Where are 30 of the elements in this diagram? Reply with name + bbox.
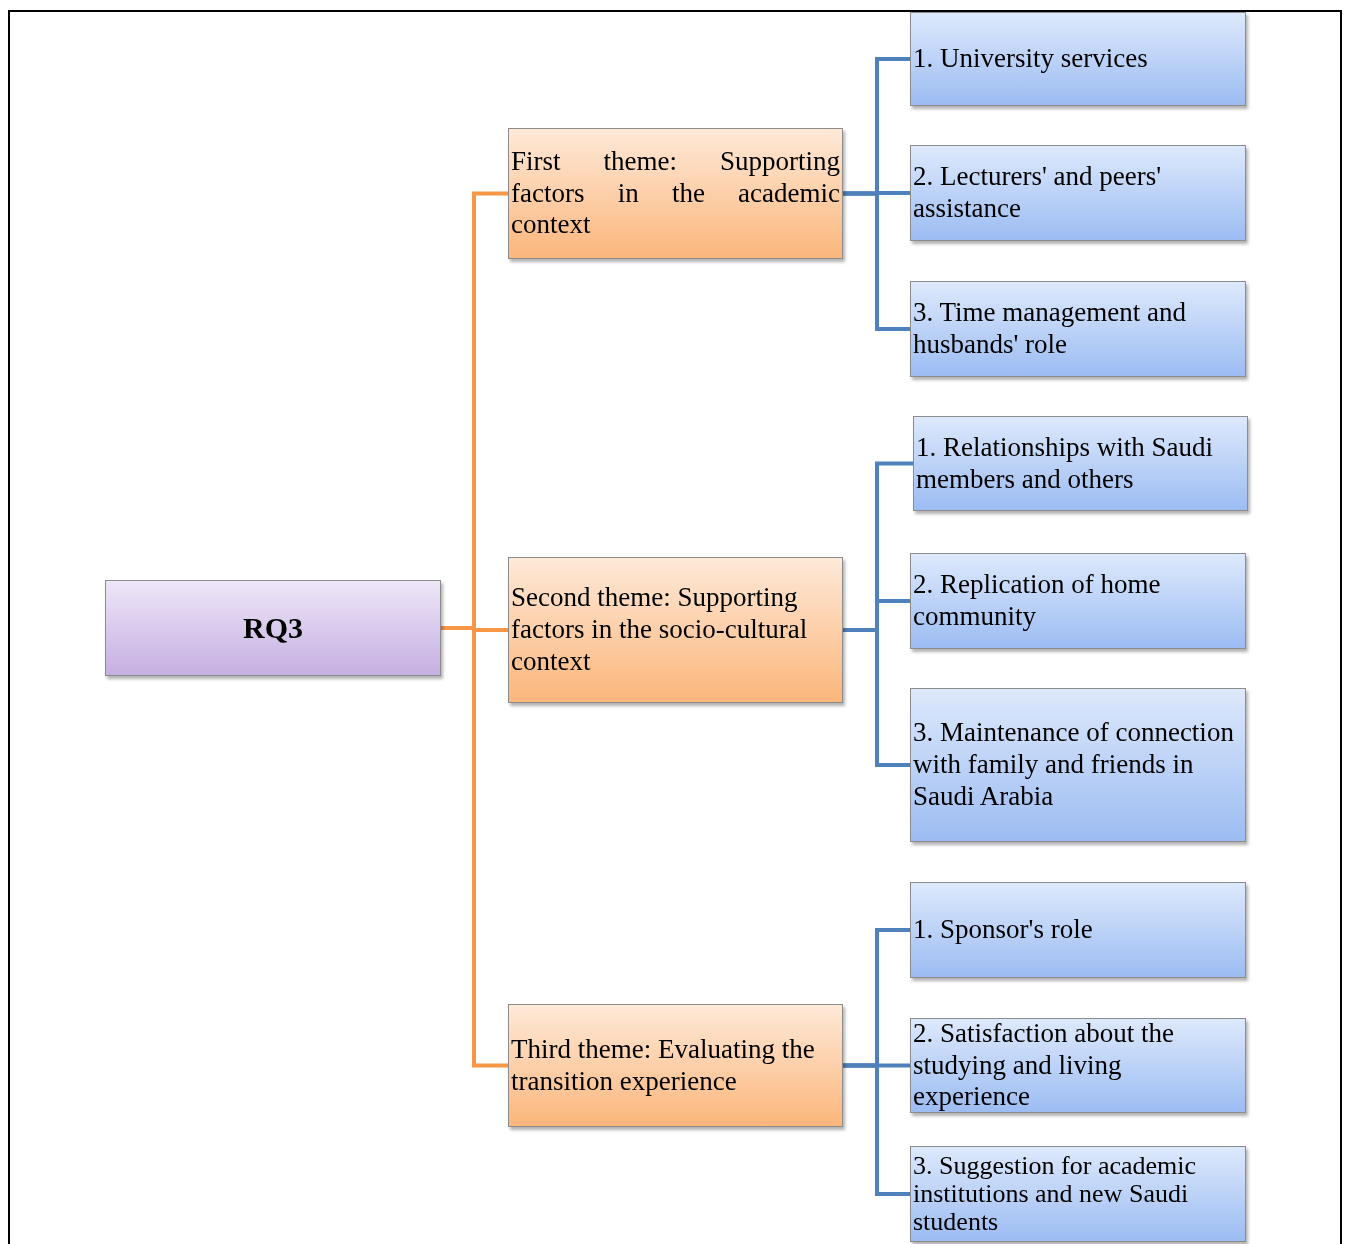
subtheme-box <box>913 416 1248 511</box>
subtheme-box <box>910 12 1246 106</box>
box-text: 2. Replication of home community <box>913 569 1162 633</box>
subtheme-box <box>910 281 1246 377</box>
box-text: Second theme: Supporting factors in the socio-cultural context <box>511 582 809 678</box>
subtheme-box <box>910 1146 1246 1242</box>
subtheme-box <box>910 882 1246 978</box>
heading-text: RQ3 <box>243 610 303 646</box>
connector-line <box>843 191 910 331</box>
box-text: 1. Relationships with Saudi members and others <box>916 431 1214 496</box>
theme-box <box>508 1004 843 1127</box>
box-text: 3. Time management and husbands' role <box>913 297 1187 361</box>
box-text: First theme: Supporting factors in the academic context <box>511 145 840 242</box>
box-text: 3. Suggestion for academic institutions and new Saudi students <box>913 1151 1198 1237</box>
subtheme-box <box>910 553 1246 649</box>
box-text: 1. University services <box>913 43 1149 75</box>
subtheme-box <box>910 688 1246 842</box>
root-box <box>105 580 441 676</box>
box-text: 2. Satisfaction about the studying and living experience <box>913 1017 1175 1114</box>
subtheme-box <box>910 145 1246 241</box>
connector-line <box>441 626 508 1068</box>
connector-line <box>843 1063 910 1196</box>
box-text: 3. Maintenance of connection with family and friends in Saudi Arabia <box>913 717 1235 813</box>
box-text: 2. Lecturers' and peers' assistance <box>913 161 1163 225</box>
connector-line <box>843 628 910 767</box>
box-text: 1. Sponsor's role <box>913 914 1094 946</box>
subtheme-box <box>910 1018 1246 1113</box>
theme-box <box>508 128 843 259</box>
box-text: Third theme: Evaluating the transition experience <box>511 1033 816 1098</box>
theme-box <box>508 557 843 703</box>
